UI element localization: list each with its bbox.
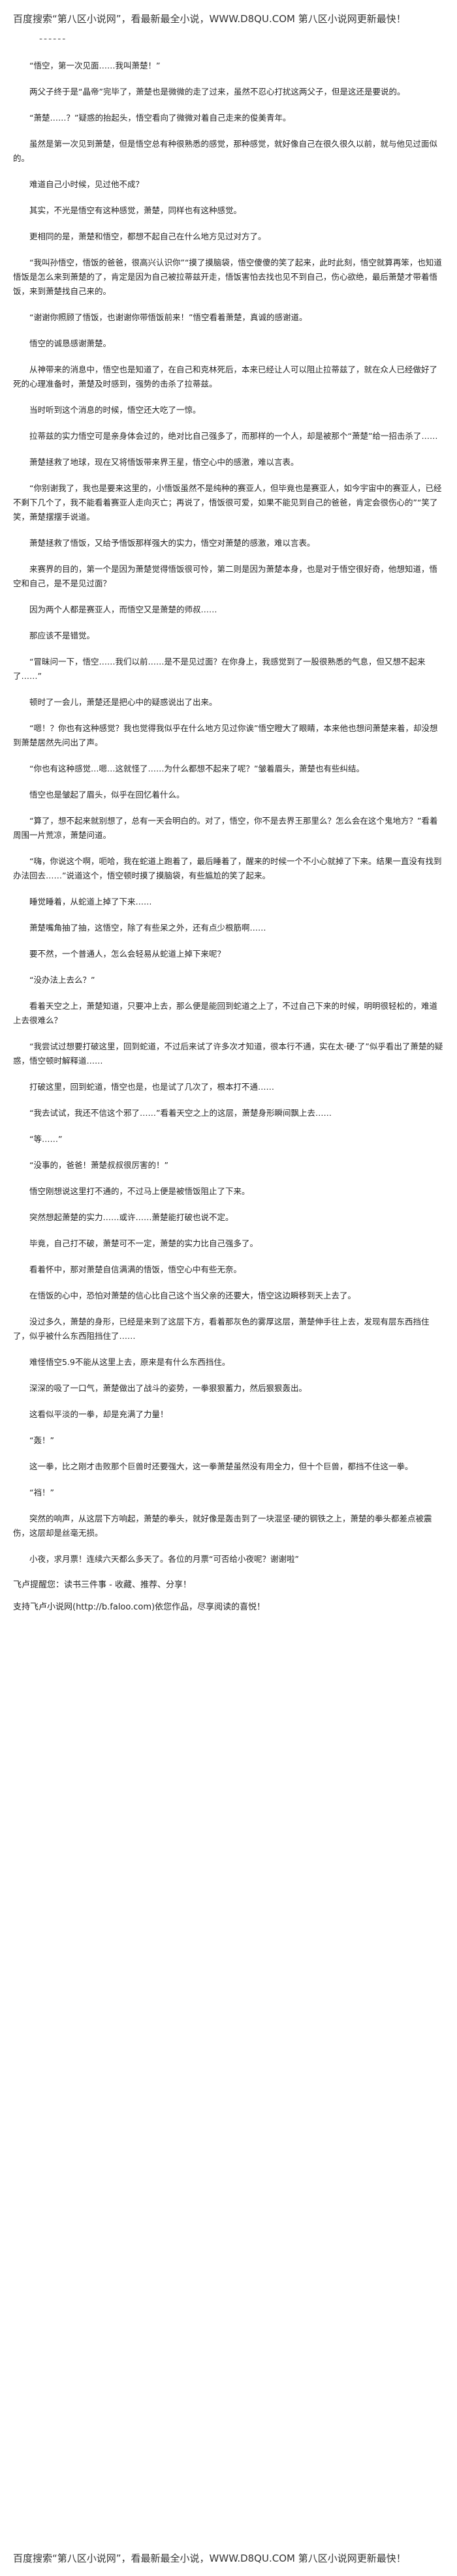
paragraph: 这一拳，比之刚才击败那个巨兽时还要强大，这一拳萧楚虽然没有用全力，但十个巨兽，都…: [29, 1461, 413, 1471]
paragraph: 悟空刚想说这里打不通的，不过马上便是被悟饭阻止了下来。: [29, 1186, 250, 1196]
paragraph: 顿时了一会儿，萧楚还是把心中的疑惑说出了出来。: [29, 697, 217, 707]
paragraph: “没办法上去么？”: [29, 975, 95, 985]
paragraph: 更相同的是，萧楚和悟空，都想不起自己在什么地方见过对方了。: [29, 232, 266, 241]
paragraph: 虽然是第一次见到萧楚，但是悟空总有种很熟悉的感觉，那种感觉，就好像自己在很久很久…: [13, 139, 438, 163]
paragraph: “冒昧问一下，悟空……我们以前……是不是见过面？在你身上，我感觉到了一股很熟悉的…: [13, 657, 426, 681]
paragraph: 萧楚嘴角抽了抽，这悟空，除了有些呆之外，还有点少根筋啊……: [29, 923, 266, 933]
paragraph: 萧楚拯救了地球，现在又将悟饭带来界王星，悟空心中的感激，难以言表。: [29, 457, 299, 467]
paragraph: “萧楚……？”疑惑的抬起头，悟空看向了微微对着自己走来的俊美青年。: [29, 113, 291, 123]
paragraph: 难怪悟空5.9不能从这里上去，原来是有什么东西挡住。: [29, 1357, 230, 1367]
paragraph: 看着天空之上，萧楚知道，只要冲上去，那么便是能回到蛇道之上了，不过自己下来的时候…: [13, 1001, 438, 1025]
paragraph: 萧楚拯救了悟饭，又给予悟饭那样强大的实力，悟空对萧楚的感激，难以言表。: [29, 538, 315, 548]
separator-line: ------: [39, 34, 67, 44]
paragraph: 当时听到这个消息的时候，悟空还大吃了一惊。: [29, 405, 201, 415]
paragraph: “悟空，第一次见面……我叫萧楚！”: [29, 61, 161, 70]
paragraph: 其实，不光是悟空有这种感觉，萧楚，同样也有这种感觉。: [29, 205, 242, 215]
paragraph: 看着怀中，那对萧楚自信满满的悟饭，悟空心中有些无奈。: [29, 1265, 242, 1274]
paragraph: 突然的响声，从这层下方响起，萧楚的拳头，就好像是轰击到了一块混坚·硬的钢铁之上，…: [13, 1514, 432, 1538]
paragraph: 因为两个人都是赛亚人，而悟空又是萧楚的师叔……: [29, 605, 217, 614]
bottom-site-banner: 百度搜索“第八区小说网”，看最新最全小说，WWW.D8QU.COM 第八区小说网…: [13, 2553, 406, 2564]
top-site-banner: 百度搜索“第八区小说网”，看最新最全小说，WWW.D8QU.COM 第八区小说网…: [13, 13, 406, 25]
paragraph: 在悟饭的心中，恐怕对萧楚的信心比自己这个当父亲的还要大，悟空这边瞬移到天上去了。: [29, 1291, 356, 1300]
paragraph: 要不然，一个普通人，怎么会轻易从蛇道上掉下来呢？: [29, 949, 226, 959]
paragraph: 悟空也是皱起了眉头，似乎在回忆着什么。: [29, 790, 185, 800]
paragraph: “我尝试过想要打破这里，回到蛇道，不过后来试了许多次才知道，很本行不通，实在太·…: [13, 1041, 443, 1066]
paragraph: 没过多久，萧楚的身形，已经是来到了这层下方，看着那灰色的雾厚这层，萧楚伸手往上去…: [13, 1317, 430, 1341]
paragraph: “你也有这种感觉…嗯…这就怪了……为什么都想不起来了呢？”皱着眉头，萧楚也有些纠…: [29, 764, 364, 773]
paragraph: 突然想起萧楚的实力……或许……萧楚能打破也说不定。: [29, 1212, 234, 1222]
support-note: 支持飞卢小说网(http://b.faloo.com)依您作品，尽享阅读的喜悦！: [13, 1602, 266, 1612]
paragraph: “我叫孙悟空，悟饭的爸爸，很高兴认识你”“摸了摸脑袋，悟空傻傻的笑了起来，此时此…: [13, 258, 442, 296]
paragraph: 拉蒂兹的实力悟空可是亲身体会过的，绝对比自己强多了，而那样的一个人，却是被那个“…: [29, 431, 438, 441]
reading-tip: 飞卢提醒您：读书三件事 - 收藏、推荐、分享！: [13, 1580, 191, 1590]
paragraph: 来赛界的目的，第一个是因为萧楚觉得悟饭很可怜，第二则是因为萧楚本身，也是对于悟空…: [13, 564, 438, 588]
paragraph: 从神带来的消息中，悟空也是知道了，在自己和克林死后，本来已经让人可以阻止拉蒂兹了…: [13, 365, 438, 389]
paragraph: “算了，想不起来就别想了，总有一天会明白的。对了，悟空，你不是去界王那里么？怎么…: [13, 816, 438, 840]
paragraph: “等……”: [29, 1134, 63, 1144]
paragraph: 打破这里，回到蛇道，悟空也是，也是试了几次了，根本打不通……: [29, 1082, 275, 1092]
paragraph: 悟空的诚恳感谢萧楚。: [29, 338, 112, 348]
paragraph: 那应该不是错觉。: [29, 631, 95, 640]
paragraph: “你别谢我了，我也是要来这里的，小悟饭虽然不是纯种的赛亚人，但毕竟也是赛亚人，如…: [13, 483, 442, 522]
paragraph: 睡觉睡着，从蛇道上掉了下来……: [29, 897, 152, 906]
paragraph: “轰！”: [29, 1435, 54, 1445]
paragraph: “嗯！？你也有这种感觉？我也觉得我似乎在什么地方见过你诶”悟空瞪大了眼睛，本来他…: [13, 723, 438, 747]
chapter-body: “悟空，第一次见面……我叫萧楚！” 两父子终于是“晶帝”完毕了，萧楚也是微微的走了…: [13, 59, 444, 1566]
paragraph: 这看似平淡的一拳，却是充满了力量！: [29, 1409, 168, 1419]
paragraph: “没事的，爸爸！萧楚叔叔很厉害的！”: [29, 1160, 168, 1170]
paragraph: “嗨，你说这个啊，呃哈，我在蛇道上跑着了，最后睡着了，醒来的时候一个不小心就掉了…: [13, 856, 442, 880]
paragraph: 难道自己小时候，见过他不成？: [29, 179, 144, 189]
paragraph: “我去试试，我还不信这个邪了……”看着天空之上的这层，萧楚身形瞬间飘上去……: [29, 1108, 332, 1118]
paragraph: “谢谢你照顾了悟饭，也谢谢你带悟饭前来！”悟空看着萧楚，真诚的感谢道。: [29, 312, 307, 322]
paragraph: 小夜，求月票！连续六天都么多天了。各位的月票“可否给小夜呢？谢谢啦”: [29, 1554, 299, 1564]
paragraph: “裆！”: [29, 1488, 54, 1497]
paragraph: 毕竟，自己打不破，萧楚可不一定，萧楚的实力比自己强多了。: [29, 1238, 259, 1248]
paragraph: 两父子终于是“晶帝”完毕了，萧楚也是微微的走了过来，虽然不忍心打扰这两父子，但是…: [29, 87, 405, 97]
paragraph: 深深的吸了一口气，萧楚做出了战斗的姿势，一拳狠狠蓄力，然后狠狠轰出。: [29, 1383, 307, 1393]
